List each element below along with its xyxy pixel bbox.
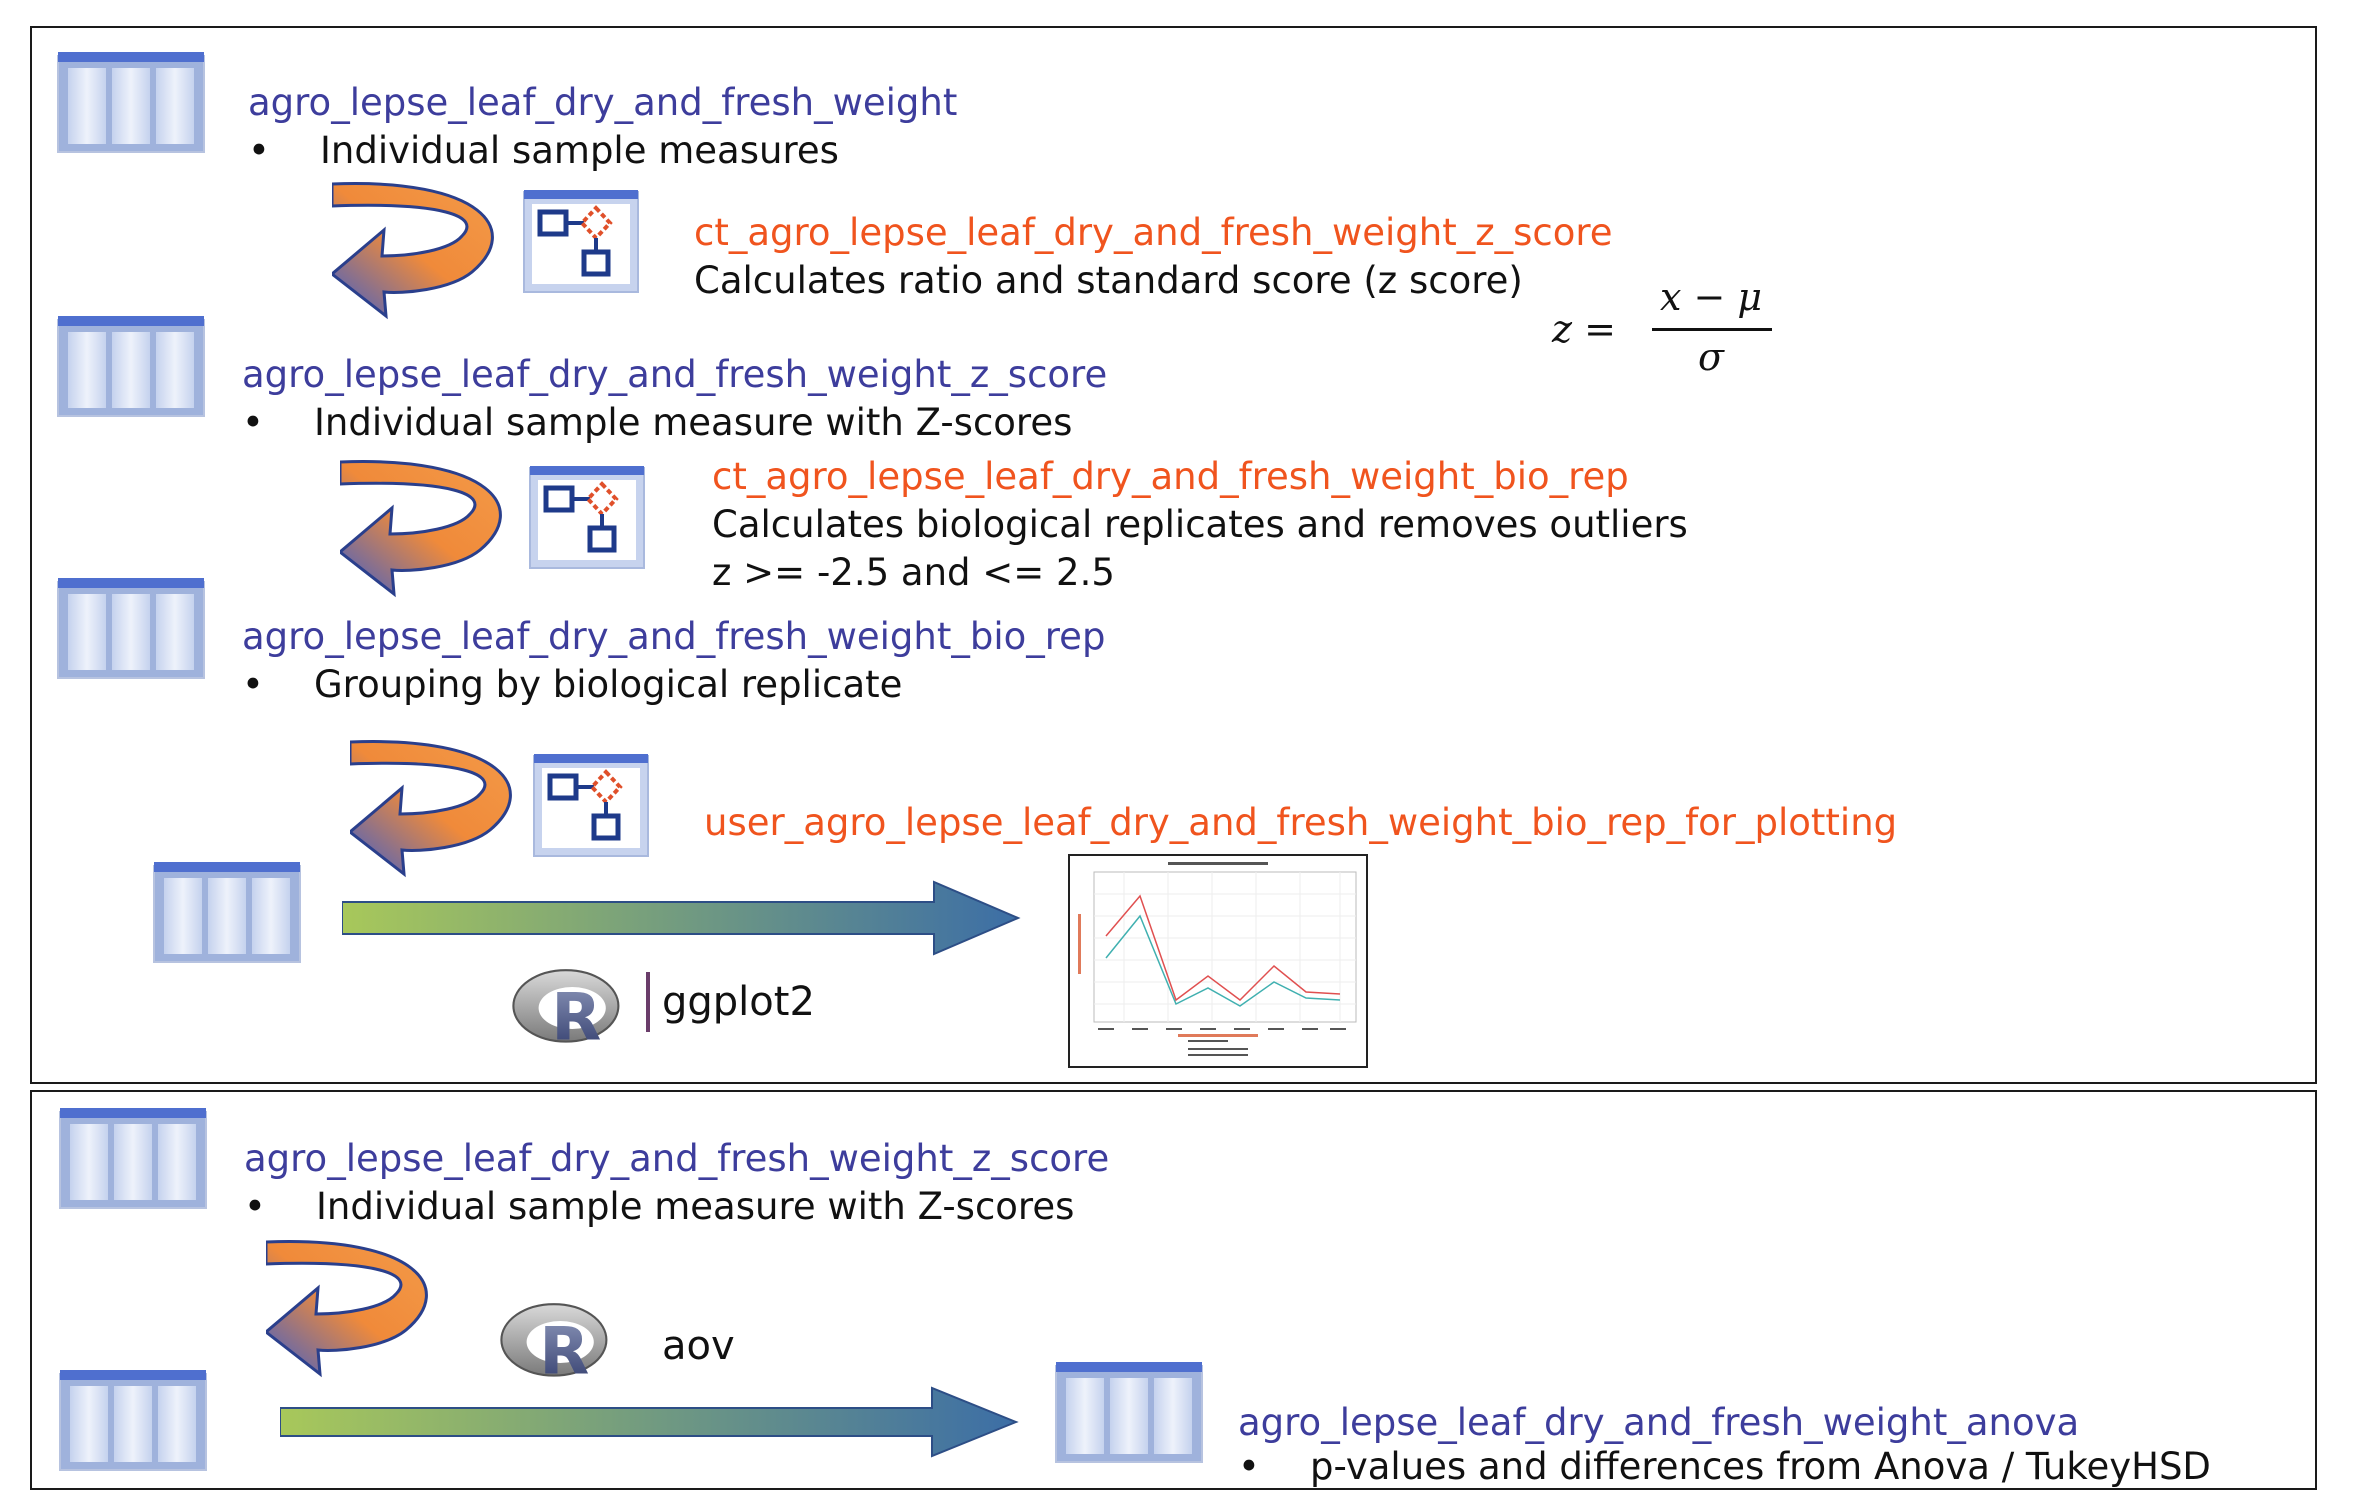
bullet: • xyxy=(244,1185,266,1228)
formula-lhs: z = xyxy=(1552,307,1616,351)
process-icon xyxy=(522,188,640,296)
table-icon xyxy=(57,315,205,417)
bottom-z-table-name: agro_lepse_leaf_dry_and_fresh_weight_z_s… xyxy=(244,1137,1110,1180)
bottom-z-table-bullet-text: Individual sample measure with Z-scores xyxy=(316,1185,1075,1228)
table-icon xyxy=(153,861,301,963)
anova-table-name: agro_lepse_leaf_dry_and_fresh_weight_ano… xyxy=(1238,1401,2080,1444)
bio-table-name: agro_lepse_leaf_dry_and_fresh_weight_bio… xyxy=(242,615,1106,658)
curved-arrow-icon xyxy=(332,182,494,318)
bullet: • xyxy=(242,401,264,444)
r-logo-icon xyxy=(512,969,620,1050)
step1-description: Calculates ratio and standard score (z s… xyxy=(694,259,1523,302)
aov-label: aov xyxy=(662,1323,735,1369)
curved-arrow-icon xyxy=(350,740,512,876)
formula-numerator: x − μ xyxy=(1660,275,1763,319)
fraction-bar xyxy=(1652,328,1772,331)
step3-process-name: user_agro_lepse_leaf_dry_and_fresh_weigh… xyxy=(704,801,1898,844)
step2-outlier-rule: z >= -2.5 and <= 2.5 xyxy=(712,551,1115,594)
table-icon xyxy=(57,51,205,153)
r-logo-icon xyxy=(500,1303,608,1384)
tool-divider xyxy=(646,972,650,1032)
z-table-bullet-text: Individual sample measure with Z-scores xyxy=(314,401,1073,444)
z-score-formula: z = x − μ σ xyxy=(1552,278,1782,378)
anova-table-bullet-text: p-values and differences from Anova / Tu… xyxy=(1310,1445,2211,1488)
formula-denominator: σ xyxy=(1698,335,1724,379)
process-icon xyxy=(528,464,646,572)
table-icon xyxy=(57,577,205,679)
plot-thumbnail xyxy=(1068,854,1368,1068)
top-panel: agro_lepse_leaf_dry_and_fresh_weight • I… xyxy=(30,26,2317,1084)
straight-arrow-icon xyxy=(280,1386,1019,1458)
z-table-name: agro_lepse_leaf_dry_and_fresh_weight_z_s… xyxy=(242,353,1108,396)
table-icon xyxy=(1055,1361,1203,1463)
step2-process-name: ct_agro_lepse_leaf_dry_and_fresh_weight_… xyxy=(712,455,1629,498)
ggplot2-label: ggplot2 xyxy=(662,979,815,1025)
bottom-panel: agro_lepse_leaf_dry_and_fresh_weight_z_s… xyxy=(30,1090,2317,1490)
bullet: • xyxy=(248,129,270,172)
bio-table-bullet-text: Grouping by biological replicate xyxy=(314,663,903,706)
table-icon xyxy=(59,1369,207,1471)
step1-process-name: ct_agro_lepse_leaf_dry_and_fresh_weight_… xyxy=(694,211,1613,254)
bullet: • xyxy=(1238,1445,1260,1488)
straight-arrow-icon xyxy=(342,880,1021,956)
curved-arrow-icon xyxy=(340,460,502,596)
source-table-bullet-text: Individual sample measures xyxy=(320,129,839,172)
process-icon xyxy=(532,752,650,860)
step2-description: Calculates biological replicates and rem… xyxy=(712,503,1688,546)
curved-arrow-icon xyxy=(266,1240,428,1376)
bullet: • xyxy=(242,663,264,706)
table-icon xyxy=(59,1107,207,1209)
source-table-name: agro_lepse_leaf_dry_and_fresh_weight xyxy=(248,81,958,124)
